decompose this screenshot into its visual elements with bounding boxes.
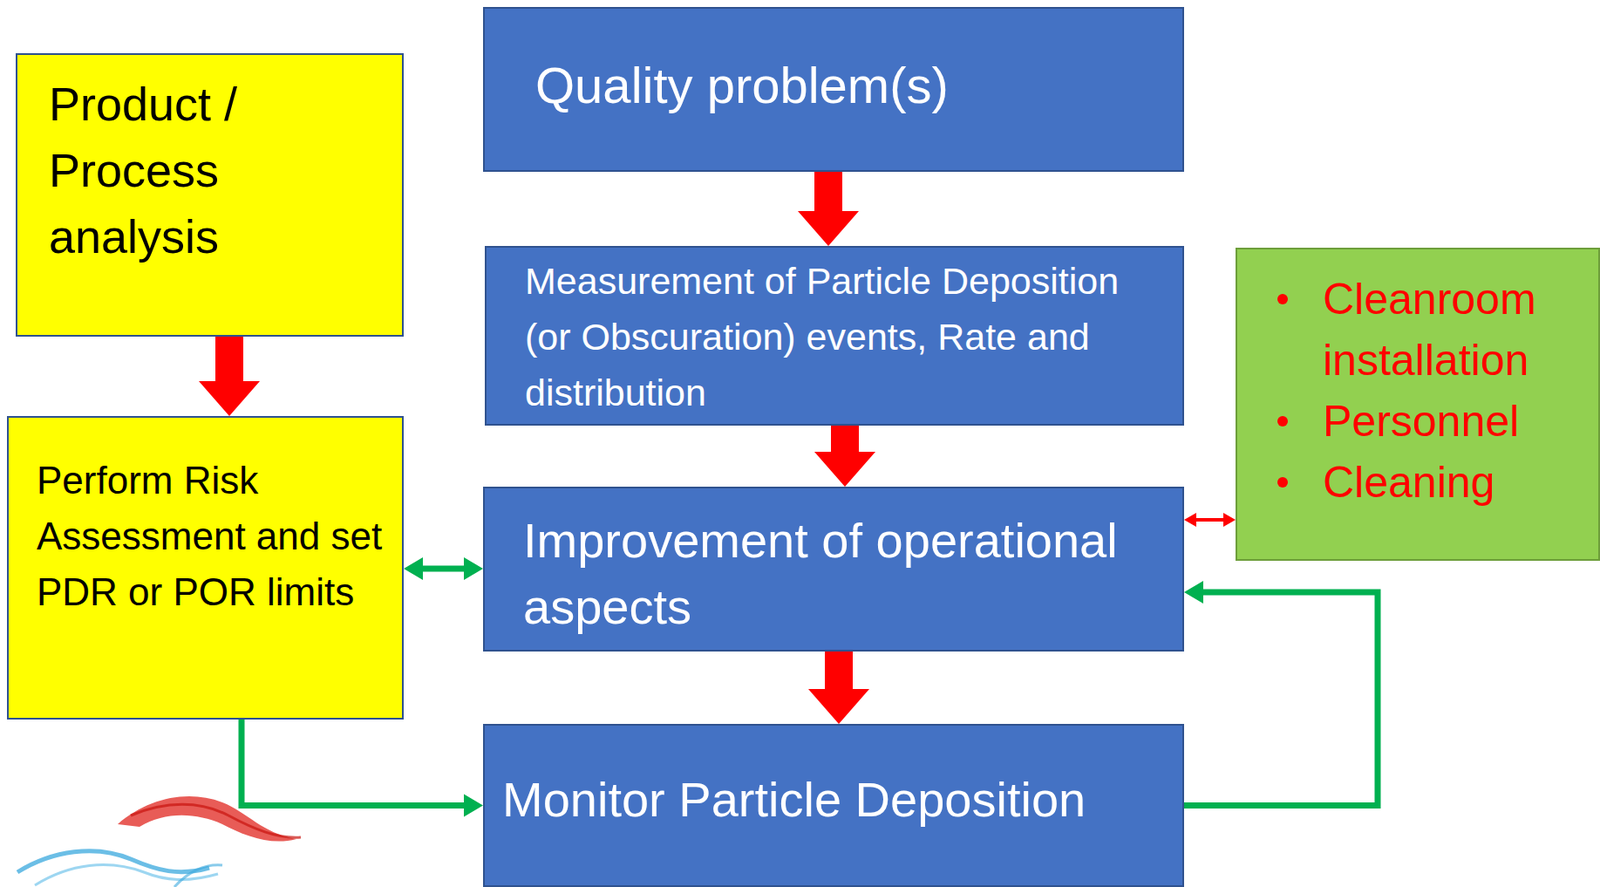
arrow-shaft	[830, 425, 859, 453]
flow-arrow	[403, 557, 484, 580]
arrow-shaft	[422, 565, 465, 572]
box-text: Improvement of operational aspects	[523, 507, 1162, 640]
bullet-dot	[1277, 476, 1288, 488]
box-text: Monitor Particle Deposition	[502, 769, 1165, 831]
arrow-head	[463, 557, 484, 580]
blue-smoke-tail	[174, 864, 223, 887]
arrow-shaft	[241, 719, 465, 806]
flow-arrow	[797, 171, 859, 246]
list-item: Personnel	[1322, 390, 1590, 452]
flow-arrow	[1184, 512, 1236, 527]
arrow-head	[797, 211, 859, 246]
factor-list-box: Cleanroom installationPersonnelCleaning	[1235, 247, 1600, 561]
box-text: Measurement of Particle Deposition (or O…	[524, 252, 1162, 421]
process-box: Measurement of Particle Deposition (or O…	[484, 245, 1185, 426]
arrow-shaft	[814, 171, 843, 212]
arrow-shaft	[1184, 592, 1378, 806]
arrow-head	[463, 794, 484, 818]
bullet-dot	[1277, 293, 1288, 305]
arrow-shaft	[1195, 517, 1225, 522]
list-item: Cleanroom installation	[1322, 268, 1590, 391]
flow-arrow	[198, 336, 260, 416]
list-item: Cleaning	[1322, 451, 1590, 513]
monitor-box: Monitor Particle Deposition	[483, 723, 1185, 887]
arrow-head	[808, 688, 870, 724]
risk-assessment-box: Perform Risk Assessment and set PDR or P…	[6, 415, 404, 720]
red-smoke-line	[130, 803, 301, 838]
arrow-head	[1184, 580, 1204, 604]
flow-arrow	[241, 719, 484, 818]
blue-smoke-line	[34, 864, 218, 886]
bullet-dot	[1277, 415, 1288, 427]
arrow-shaft	[824, 651, 853, 690]
flow-arrow	[814, 425, 876, 487]
process-box: Improvement of operational aspects	[483, 486, 1185, 652]
process-box: Quality problem(s)	[483, 6, 1185, 172]
arrow-head	[198, 381, 260, 416]
box-text: Perform Risk Assessment and set PDR or P…	[36, 452, 385, 620]
flow-arrow	[1184, 580, 1378, 806]
blue-smoke	[17, 851, 210, 872]
box-text: Quality problem(s)	[535, 54, 1157, 116]
arrow-shaft	[215, 336, 244, 382]
arrow-head	[1184, 512, 1197, 527]
arrow-head	[814, 451, 876, 487]
arrow-head	[403, 557, 423, 580]
flow-arrow	[808, 651, 870, 724]
analysis-box: Product / Process analysis	[15, 53, 404, 337]
arrow-head	[1223, 512, 1236, 527]
box-text: Product / Process analysis	[48, 70, 382, 270]
